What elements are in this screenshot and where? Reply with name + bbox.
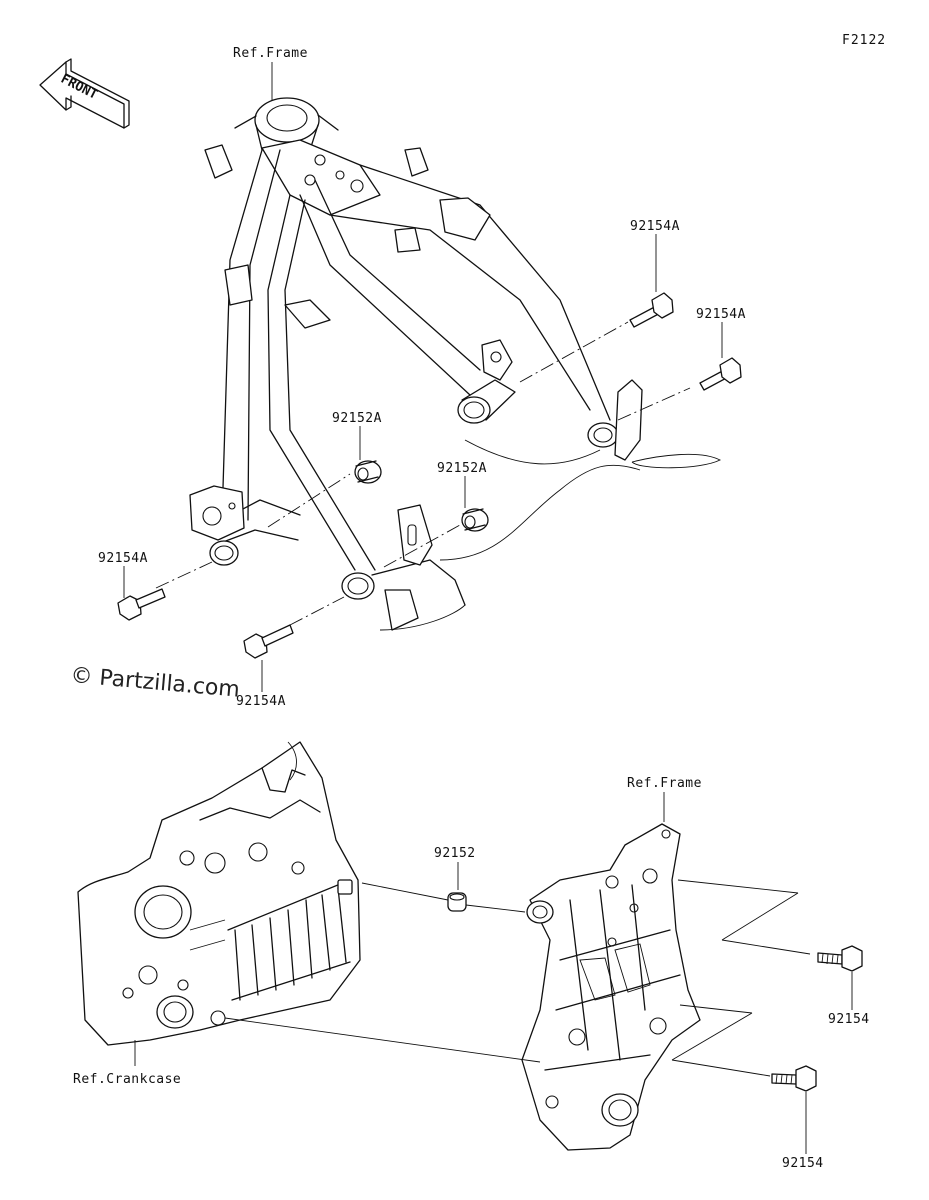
engine-bracket-drawing <box>521 823 701 1151</box>
ref-frame-top-label: Ref.Frame <box>233 46 308 61</box>
lower-leader-lines <box>134 792 853 1154</box>
part-label: 92154A <box>236 694 286 709</box>
front-arrow-icon: FRONT <box>39 58 130 129</box>
part-label: 92154 <box>828 1012 870 1027</box>
part-label: 92154A <box>98 551 148 566</box>
part-number-labels: 92154A 92154A 92152A 92152A 92154A 92154… <box>98 219 870 1171</box>
upper-centerlines <box>155 321 691 626</box>
spacer-92152A-lower-icon <box>461 508 489 532</box>
lower-centerlines <box>224 879 811 1077</box>
bolt-92154A-right-lower-icon <box>699 357 742 391</box>
part-label: 92152A <box>437 461 487 476</box>
figure-number: F2122 <box>842 33 886 48</box>
bolt-92154-upper-icon <box>817 945 863 972</box>
upper-leader-lines <box>123 62 723 692</box>
ref-frame-bottom-label: Ref.Frame <box>627 776 702 791</box>
spacer-92152A-upper-icon <box>354 460 382 484</box>
bolt-92154-lower-icon <box>771 1065 817 1092</box>
bolt-92154A-right-upper-icon <box>629 292 674 328</box>
bolt-92154A-lower-front-icon <box>243 624 294 659</box>
part-label: 92154A <box>696 307 746 322</box>
crankcase-drawing <box>77 741 361 1046</box>
frame-drawing <box>189 97 722 631</box>
reference-labels: Ref.Frame Ref.Frame Ref.Crankcase <box>73 46 702 1087</box>
part-label: 92152 <box>434 846 476 861</box>
spacer-92152-icon <box>447 892 467 912</box>
part-label: 92152A <box>332 411 382 426</box>
watermark-text: © Partzilla.com <box>69 663 240 703</box>
part-label: 92154A <box>630 219 680 234</box>
part-label: 92154 <box>782 1156 824 1171</box>
bolt-92154A-left-front-icon <box>117 588 166 621</box>
ref-crankcase-label: Ref.Crankcase <box>73 1072 181 1087</box>
